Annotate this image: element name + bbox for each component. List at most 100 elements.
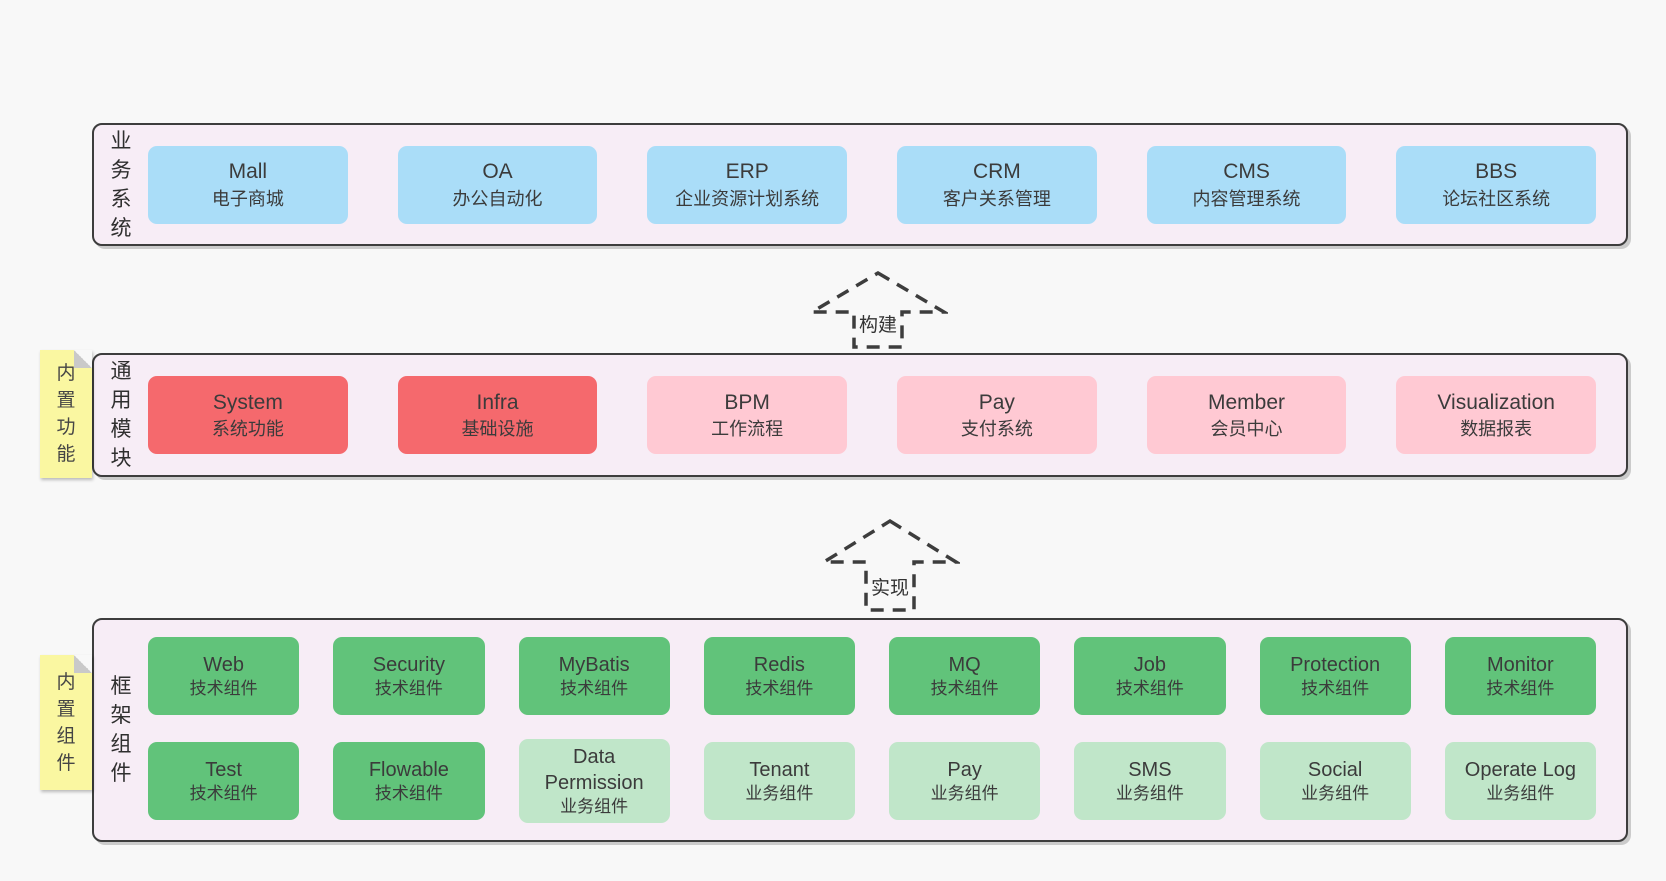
band-label-framework-components: 框架组件 xyxy=(94,620,148,840)
node-visualization: Visualization 数据报表 xyxy=(1396,376,1597,454)
node-title: Mall xyxy=(228,160,268,184)
node-title: Visualization xyxy=(1437,390,1555,414)
band-label-char: 架 xyxy=(110,704,132,727)
node-title: Social xyxy=(1307,758,1363,781)
node-mall: Mall 电子商城 xyxy=(148,145,348,224)
arrow-build-label: 构建 xyxy=(855,309,901,338)
node-subtitle: 技术组件 xyxy=(1301,678,1370,698)
band-label-char: 用 xyxy=(110,389,132,412)
sticky-note-text: 内置组件 xyxy=(56,669,75,777)
node-title: Protection xyxy=(1290,653,1381,676)
node-subtitle: 论坛社区系统 xyxy=(1442,188,1551,209)
node-title: Flowable xyxy=(368,758,449,781)
node-title: MyBatis xyxy=(558,653,630,676)
band-label-char: 块 xyxy=(110,447,132,470)
sticky-note-text: 内置功能 xyxy=(56,360,75,468)
arrow-up-icon xyxy=(820,518,960,612)
node-title: Monitor xyxy=(1487,653,1554,676)
node-subtitle: 技术组件 xyxy=(374,678,443,698)
band-label-char: 框 xyxy=(110,675,132,698)
band-label-char: 模 xyxy=(110,418,132,441)
sticky-note-char: 能 xyxy=(56,444,76,465)
node-title: Pay xyxy=(947,758,982,781)
folded-corner-icon xyxy=(74,655,92,673)
node-subtitle: 技术组件 xyxy=(745,678,814,698)
node-title: BPM xyxy=(724,390,770,414)
sticky-note-builtin-components: 内置组件 xyxy=(40,655,92,790)
node-subtitle: 数据报表 xyxy=(1460,419,1533,440)
sticky-note-char: 功 xyxy=(56,417,76,438)
band-label-business-systems: 业务系统 xyxy=(94,125,148,244)
arrow-implement-label: 实现 xyxy=(867,572,913,601)
node-subtitle: 技术组件 xyxy=(560,678,629,698)
node-subtitle: 电子商城 xyxy=(211,188,284,209)
node-title: Member xyxy=(1208,390,1286,414)
node-oa: OA 办公自动化 xyxy=(397,145,598,224)
node-title: Job xyxy=(1133,653,1166,676)
node-subtitle: 业务组件 xyxy=(745,783,814,803)
node-subtitle: 技术组件 xyxy=(189,783,258,803)
node-subtitle: 客户关系管理 xyxy=(942,188,1051,209)
arrow-implement: 实现 xyxy=(820,518,960,613)
node-subtitle: 会员中心 xyxy=(1210,419,1283,440)
node-subtitle: 技术组件 xyxy=(930,678,999,698)
node-member: Member 会员中心 xyxy=(1146,376,1347,454)
node-subtitle: 企业资源计划系统 xyxy=(675,188,820,209)
node-subtitle: 系统功能 xyxy=(211,419,284,440)
node-title: BBS xyxy=(1475,160,1518,184)
node-subtitle: 业务组件 xyxy=(1486,783,1555,803)
node-subtitle: 业务组件 xyxy=(1301,783,1370,803)
node-subtitle: 业务组件 xyxy=(560,796,629,816)
node-title: Data Permission xyxy=(544,745,644,794)
band-label-text: 通用模块 xyxy=(111,357,132,473)
node-title: Test xyxy=(205,758,242,781)
node-title: Tenant xyxy=(749,758,810,781)
node-title: SMS xyxy=(1128,758,1172,781)
node-subtitle: 技术组件 xyxy=(374,783,443,803)
band-label-char: 统 xyxy=(110,216,132,240)
band-label-char: 业 xyxy=(110,129,132,153)
sticky-note-char: 置 xyxy=(56,698,76,720)
band-label-char: 系 xyxy=(110,187,132,211)
band-label-char: 务 xyxy=(110,158,132,182)
node-subtitle: 技术组件 xyxy=(1486,678,1555,698)
node-subtitle: 内容管理系统 xyxy=(1192,188,1301,209)
node-subtitle: 基础设施 xyxy=(461,419,534,440)
band-label-text: 框架组件 xyxy=(111,672,132,788)
node-crm: CRM 客户关系管理 xyxy=(897,145,1097,224)
arrow-up-icon xyxy=(808,270,948,349)
folded-corner-icon xyxy=(74,350,92,368)
node-title: Infra xyxy=(476,390,519,414)
band-label-common-modules: 通用模块 xyxy=(94,355,148,475)
node-title: Redis xyxy=(753,653,805,676)
node-title: CRM xyxy=(972,160,1021,184)
node-subtitle: 办公自动化 xyxy=(452,188,543,209)
node-title: Operate Log xyxy=(1464,758,1576,781)
node-title: OA xyxy=(482,160,513,184)
